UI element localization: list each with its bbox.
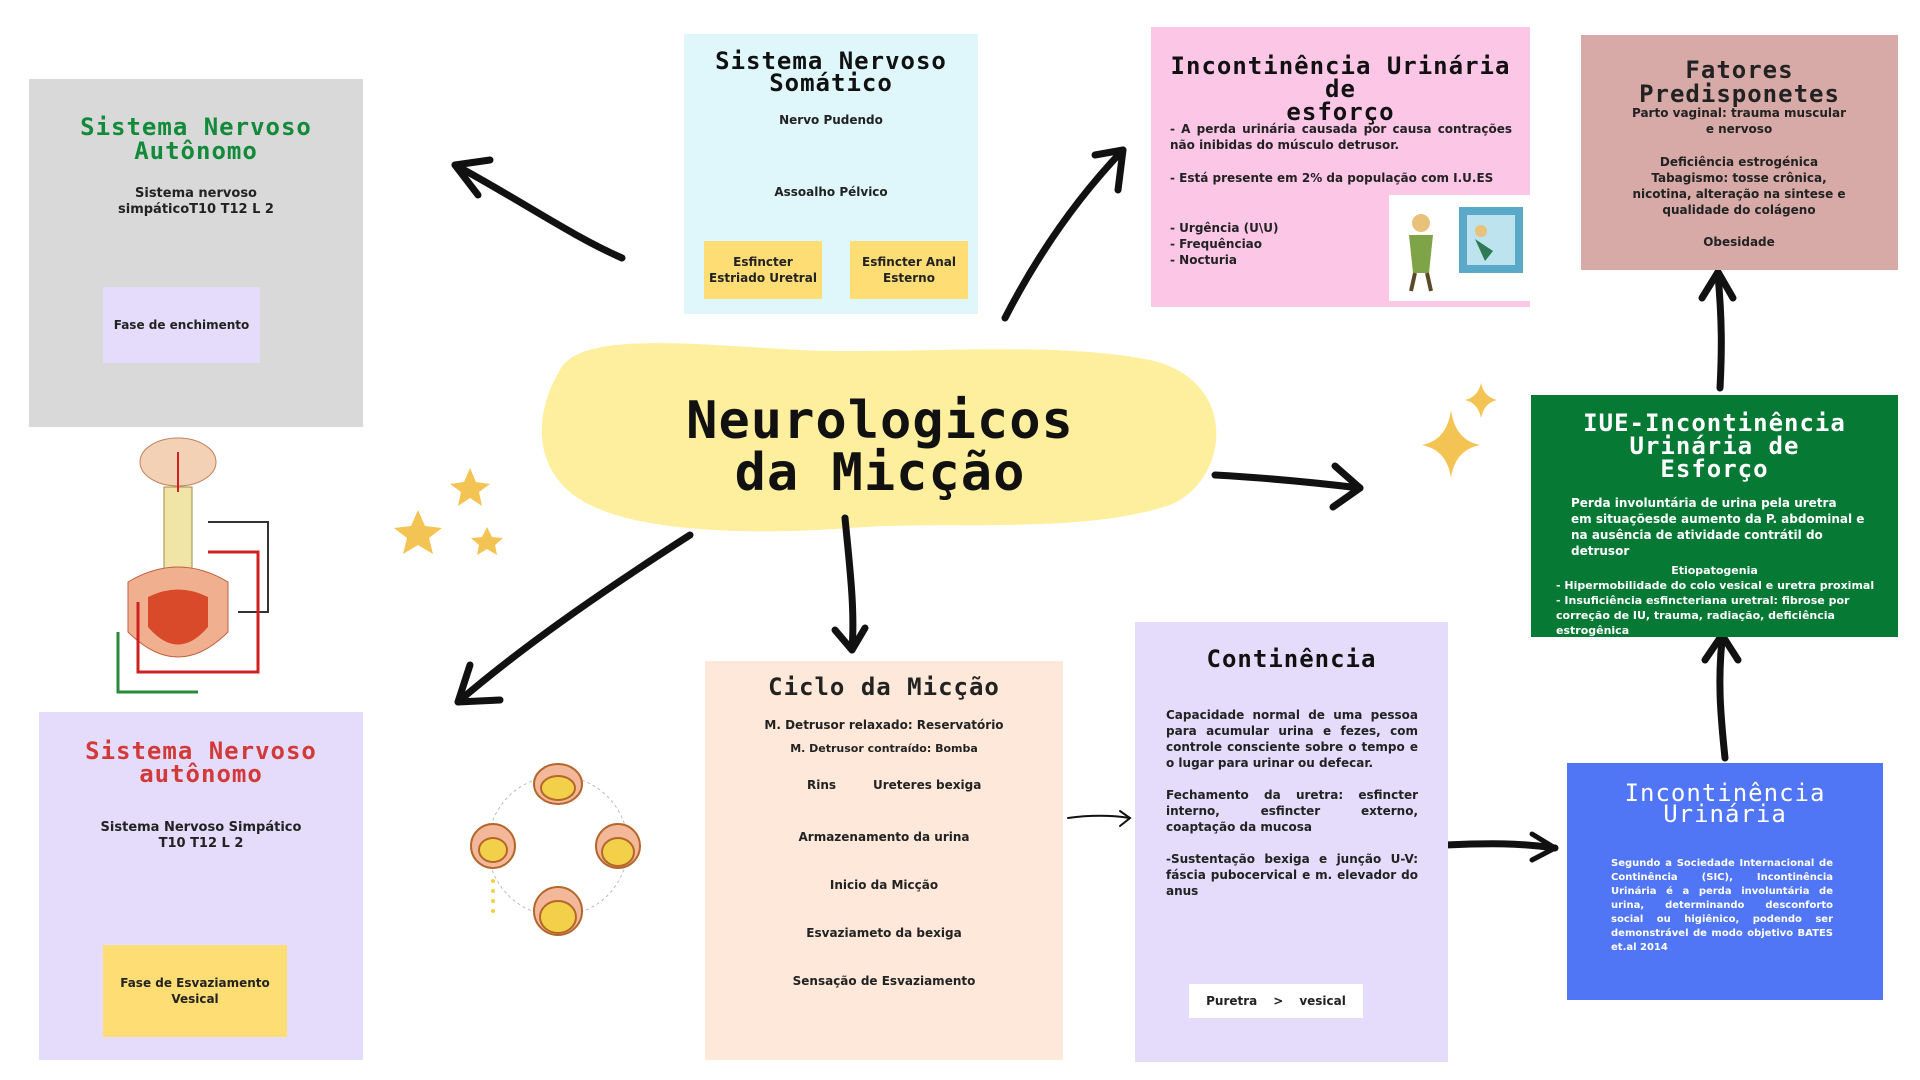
cycle-step-emptying: Esvaziameto da bexiga (806, 926, 962, 940)
incontinence-effort-title: Incontinência Urinária de esforço (1170, 52, 1511, 126)
incontinence-effort-p1: - A perda urinária causada por causa con… (1170, 122, 1512, 152)
iue-etio-title: Etiopatogenia (1671, 564, 1758, 577)
cycle-card: Ciclo da Micção M. Detrusor relaxado: Re… (705, 661, 1063, 1060)
bladder-cycle-illustration (453, 746, 663, 946)
arrow-to-autonomic-left (451, 161, 626, 262)
somatic-nerve: Nervo Pudendo (779, 113, 883, 127)
incontinence-people-drawing (1409, 207, 1523, 292)
incontinence-effort-p3: - Urgência (U\U) - Frequênciao - Nocturi… (1170, 221, 1279, 267)
cycle-step-start: Inicio da Micção (829, 878, 939, 892)
continence-pressure-box: Puretra > vesical (1189, 984, 1363, 1018)
iue-card: IUE-Incontinência Urinária de Esforço Pe… (1531, 395, 1898, 637)
sparkles-right (1422, 383, 1497, 478)
autonomic-bottom-text: Sistema Nervoso Simpático T10 T12 L 2 (100, 820, 302, 851)
cycle-ureteres: Ureteres bexiga (873, 778, 982, 792)
spinal-cord-drawing (116, 437, 269, 694)
pressure-operator: > (1273, 994, 1284, 1008)
arrow-to-autonomic-bottom (454, 531, 694, 706)
incontinence-title: Incontinência Urinária (1624, 779, 1826, 828)
arrow-incontinence-to-iue (1716, 636, 1729, 762)
cycle-line2: M. Detrusor contraído: Bomba (790, 742, 978, 755)
bladder-cycle-drawing (470, 763, 641, 936)
cycle-rins: Rins (807, 778, 837, 792)
stars-left (394, 468, 503, 555)
arrow-to-effort (1001, 146, 1127, 322)
central-title: Neurologicos da Micção (620, 395, 1140, 505)
incontinence-effort-illustration (1389, 195, 1530, 301)
iue-p1: Perda involuntária de urina pela uretra … (1571, 496, 1865, 558)
autonomic-left-title: Sistema Nervoso Autônomo (80, 113, 312, 165)
autonomic-bottom-box: Fase de Esvaziamento Vesical (103, 945, 287, 1037)
somatic-box-urethral-label: Esfincter Estriado Uretral (709, 255, 817, 285)
autonomic-left-box-label: Fase de enchimento (113, 318, 250, 332)
arrow-to-cycle (841, 514, 857, 654)
pressure-vesical: vesical (1299, 994, 1346, 1008)
somatic-box-anal: Esfincter Anal Esterno (850, 241, 968, 299)
arrow-iue-to-factors (1714, 271, 1725, 392)
autonomic-left-text: Sistema nervoso simpáticoT10 T12 L 2 (118, 186, 274, 217)
somatic-floor: Assoalho Pélvico (774, 185, 888, 199)
incontinence-card: Incontinência Urinária Segundo a Socieda… (1567, 763, 1883, 1000)
pressure-urethra: Puretra (1206, 994, 1258, 1008)
autonomic-left-card: Sistema Nervoso Autônomo Sistema nervoso… (29, 79, 363, 427)
somatic-box-urethral: Esfincter Estriado Uretral (704, 241, 822, 299)
iue-title: IUE-Incontinência Urinária de Esforço (1583, 409, 1846, 483)
arrow-to-iue (1211, 471, 1364, 492)
autonomic-left-box: Fase de enchimento (103, 287, 260, 363)
cycle-step-sensation: Sensação de Esvaziamento (792, 974, 976, 988)
somatic-card: Sistema Nervoso Somático Nervo Pudendo A… (684, 34, 978, 314)
factors-p3: Obesidade (1703, 235, 1775, 249)
cycle-step-storage: Armazenamento da urina (798, 830, 970, 844)
factors-p1: Parto vaginal: trauma muscular e nervoso (1631, 106, 1847, 136)
continence-p2: Fechamento da uretra: esfincter interno,… (1166, 788, 1418, 834)
incontinence-effort-card: Incontinência Urinária de esforço - A pe… (1151, 27, 1530, 307)
spinal-cord-illustration (98, 432, 276, 710)
incontinence-effort-p2: - Está presente em 2% da população com I… (1170, 171, 1494, 185)
factors-card: Fatores Predisponetes Parto vaginal: tra… (1581, 35, 1898, 270)
factors-p2: Deficiência estrogénica Tabagismo: tosse… (1632, 155, 1846, 217)
somatic-box-anal-label: Esfincter Anal Esterno (862, 255, 956, 285)
autonomic-bottom-box-label: Fase de Esvaziamento Vesical (120, 976, 270, 1006)
arrow-continence-to-incontinence (1441, 840, 1559, 852)
somatic-title: Sistema Nervoso Somático (715, 47, 947, 97)
incontinence-text: Segundo a Sociedade Internacional de Con… (1611, 858, 1833, 953)
continence-title: Continência (1206, 645, 1377, 673)
iue-etio: - Hipermobilidade do colo vesical e uret… (1556, 579, 1875, 637)
continence-card: Continência Capacidade normal de uma pes… (1135, 622, 1448, 1062)
cycle-title: Ciclo da Micção (768, 673, 1000, 701)
factors-title: Fatores Predisponetes (1639, 56, 1840, 108)
central-blob (541, 343, 1217, 532)
central-title-text: Neurologicos da Micção (686, 391, 1074, 503)
autonomic-bottom-title: Sistema Nervoso autônomo (85, 737, 317, 788)
autonomic-bottom-card: Sistema Nervoso autônomo Sistema Nervoso… (39, 712, 363, 1060)
cycle-line1: M. Detrusor relaxado: Reservatório (764, 718, 1004, 732)
continence-p3: -Sustentação bexiga e junção U-V: fáscia… (1166, 852, 1418, 898)
arrow-cycle-to-continence (1067, 814, 1131, 819)
continence-p1: Capacidade normal de uma pessoa para acu… (1166, 708, 1418, 770)
